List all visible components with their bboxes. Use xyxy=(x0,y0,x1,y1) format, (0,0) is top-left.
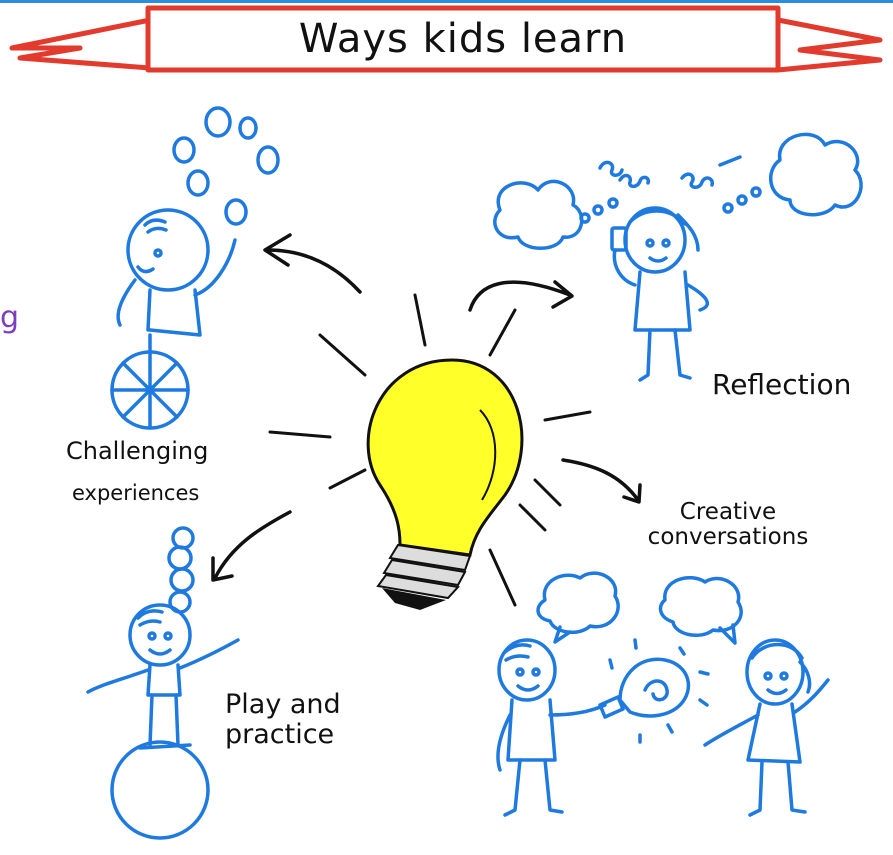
juggler-on-unicycle-figure xyxy=(110,106,280,430)
held-bulb-icon xyxy=(618,657,691,718)
balancing-figure-on-ball xyxy=(86,526,240,840)
banner-box xyxy=(145,5,781,73)
page-title: Ways kids learn xyxy=(298,16,628,62)
title-banner xyxy=(9,5,883,73)
phone-icon xyxy=(610,226,628,252)
thought-cloud-left xyxy=(493,179,584,250)
bulb-rays xyxy=(268,293,592,607)
label-play-and-practice: Play and practice xyxy=(225,689,341,750)
light-bulb-icon xyxy=(366,358,524,610)
banner-left-ribbon xyxy=(9,17,151,71)
speech-bubble-right xyxy=(658,576,743,638)
thought-cloud-right xyxy=(769,132,863,217)
arrow-to-creative xyxy=(561,458,640,502)
banner-right-ribbon xyxy=(777,17,883,73)
speech-bubble-left xyxy=(536,571,620,634)
label-reflection: Reflection xyxy=(712,368,852,401)
arrow-to-challenging xyxy=(266,248,362,294)
arrows xyxy=(211,233,642,582)
two-kids-with-bulb-figure xyxy=(496,571,830,817)
top-border-line xyxy=(0,0,893,3)
label-experiences: experiences xyxy=(72,481,200,505)
label-challenging: Challenging xyxy=(66,437,209,465)
side-edge-mark: g xyxy=(0,300,20,335)
arrow-to-reflection xyxy=(468,280,572,312)
label-creative-conversations: Creative conversations xyxy=(647,499,809,551)
reflecting-figure xyxy=(493,132,863,382)
arrow-to-play xyxy=(213,510,292,580)
